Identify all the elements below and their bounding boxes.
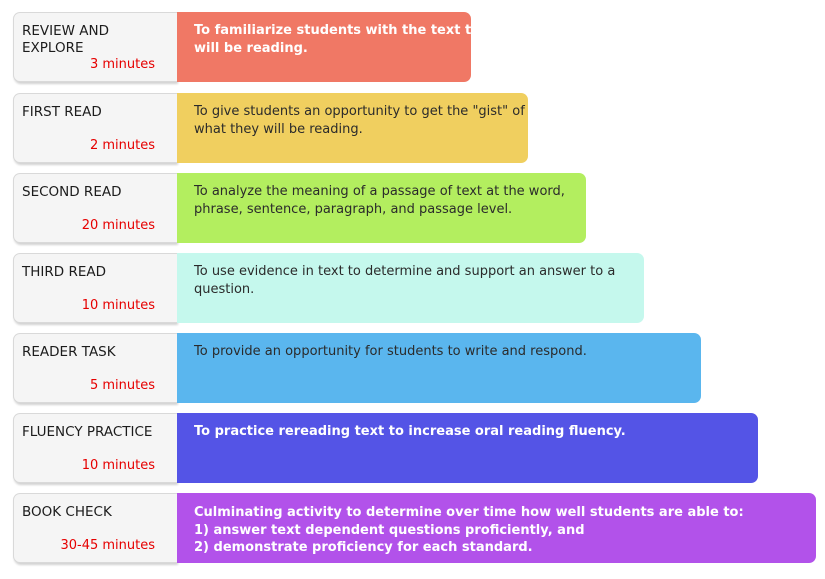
step-description-box: To provide an opportunity for students t… <box>177 333 701 403</box>
step-description: To provide an opportunity for students t… <box>194 343 687 361</box>
step-description: Culminating activity to determine over t… <box>194 504 802 557</box>
description-line: To familiarize students with the text th… <box>194 23 498 38</box>
step-label-box: THIRD READ 10 minutes <box>13 253 177 323</box>
description-line: To use evidence in text to determine and… <box>194 264 616 279</box>
step-time: 2 minutes <box>89 138 155 153</box>
step-name: REVIEW AND EXPLORE <box>22 23 110 56</box>
description-line: To give students an opportunity to get t… <box>194 104 525 119</box>
step-time: 10 minutes <box>81 298 155 313</box>
step-time: 20 minutes <box>81 218 155 233</box>
description-line: To analyze the meaning of a passage of t… <box>194 184 565 199</box>
step-label-box: FIRST READ 2 minutes <box>13 93 177 163</box>
description-line: To provide an opportunity for students t… <box>194 344 587 359</box>
step-time: 3 minutes <box>89 57 155 72</box>
description-line: phrase, sentence, paragraph, and passage… <box>194 201 513 217</box>
step-label-box: SECOND READ 20 minutes <box>13 173 177 243</box>
step-time: 10 minutes <box>81 458 155 473</box>
step-description: To give students an opportunity to get t… <box>194 103 525 138</box>
step-name: THIRD READ <box>22 264 106 280</box>
step-description: To familiarize students with the text th… <box>194 22 498 57</box>
step-label-box: BOOK CHECK 30-45 minutes <box>13 493 177 563</box>
step-description-box: Culminating activity to determine over t… <box>177 493 816 563</box>
step-time: 30-45 minutes <box>60 538 155 553</box>
step-name: FIRST READ <box>22 104 102 120</box>
step-description-box: To analyze the meaning of a passage of t… <box>177 173 586 243</box>
step-description-box: To give students an opportunity to get t… <box>177 93 528 163</box>
step-description-box: To use evidence in text to determine and… <box>177 253 644 323</box>
step-description-box: To practice rereading text to increase o… <box>177 413 758 483</box>
step-description-box: To familiarize students with the text th… <box>177 12 498 82</box>
step-name: SECOND READ <box>22 184 122 200</box>
step-label-box: FLUENCY PRACTICE 10 minutes <box>13 413 177 483</box>
step-description: To analyze the meaning of a passage of t… <box>194 183 572 218</box>
step-label-box: REVIEW AND EXPLORE 3 minutes <box>13 12 177 82</box>
step-name: READER TASK <box>22 344 116 360</box>
description-line: 1) answer text dependent questions profi… <box>194 522 585 538</box>
step-description: To use evidence in text to determine and… <box>194 263 630 298</box>
step-name: BOOK CHECK <box>22 504 112 520</box>
description-line: Culminating activity to determine over t… <box>194 505 744 520</box>
step-label-box: READER TASK 5 minutes <box>13 333 177 403</box>
description-line: To practice rereading text to increase o… <box>194 424 626 439</box>
description-line: question. <box>194 281 255 297</box>
description-line: 2) demonstrate proficiency for each stan… <box>194 540 533 555</box>
step-name: FLUENCY PRACTICE <box>22 424 153 440</box>
step-time: 5 minutes <box>89 378 155 393</box>
description-line: what they will be reading. <box>194 121 363 137</box>
step-description: To practice rereading text to increase o… <box>194 423 744 441</box>
description-line: will be reading. <box>194 40 308 56</box>
